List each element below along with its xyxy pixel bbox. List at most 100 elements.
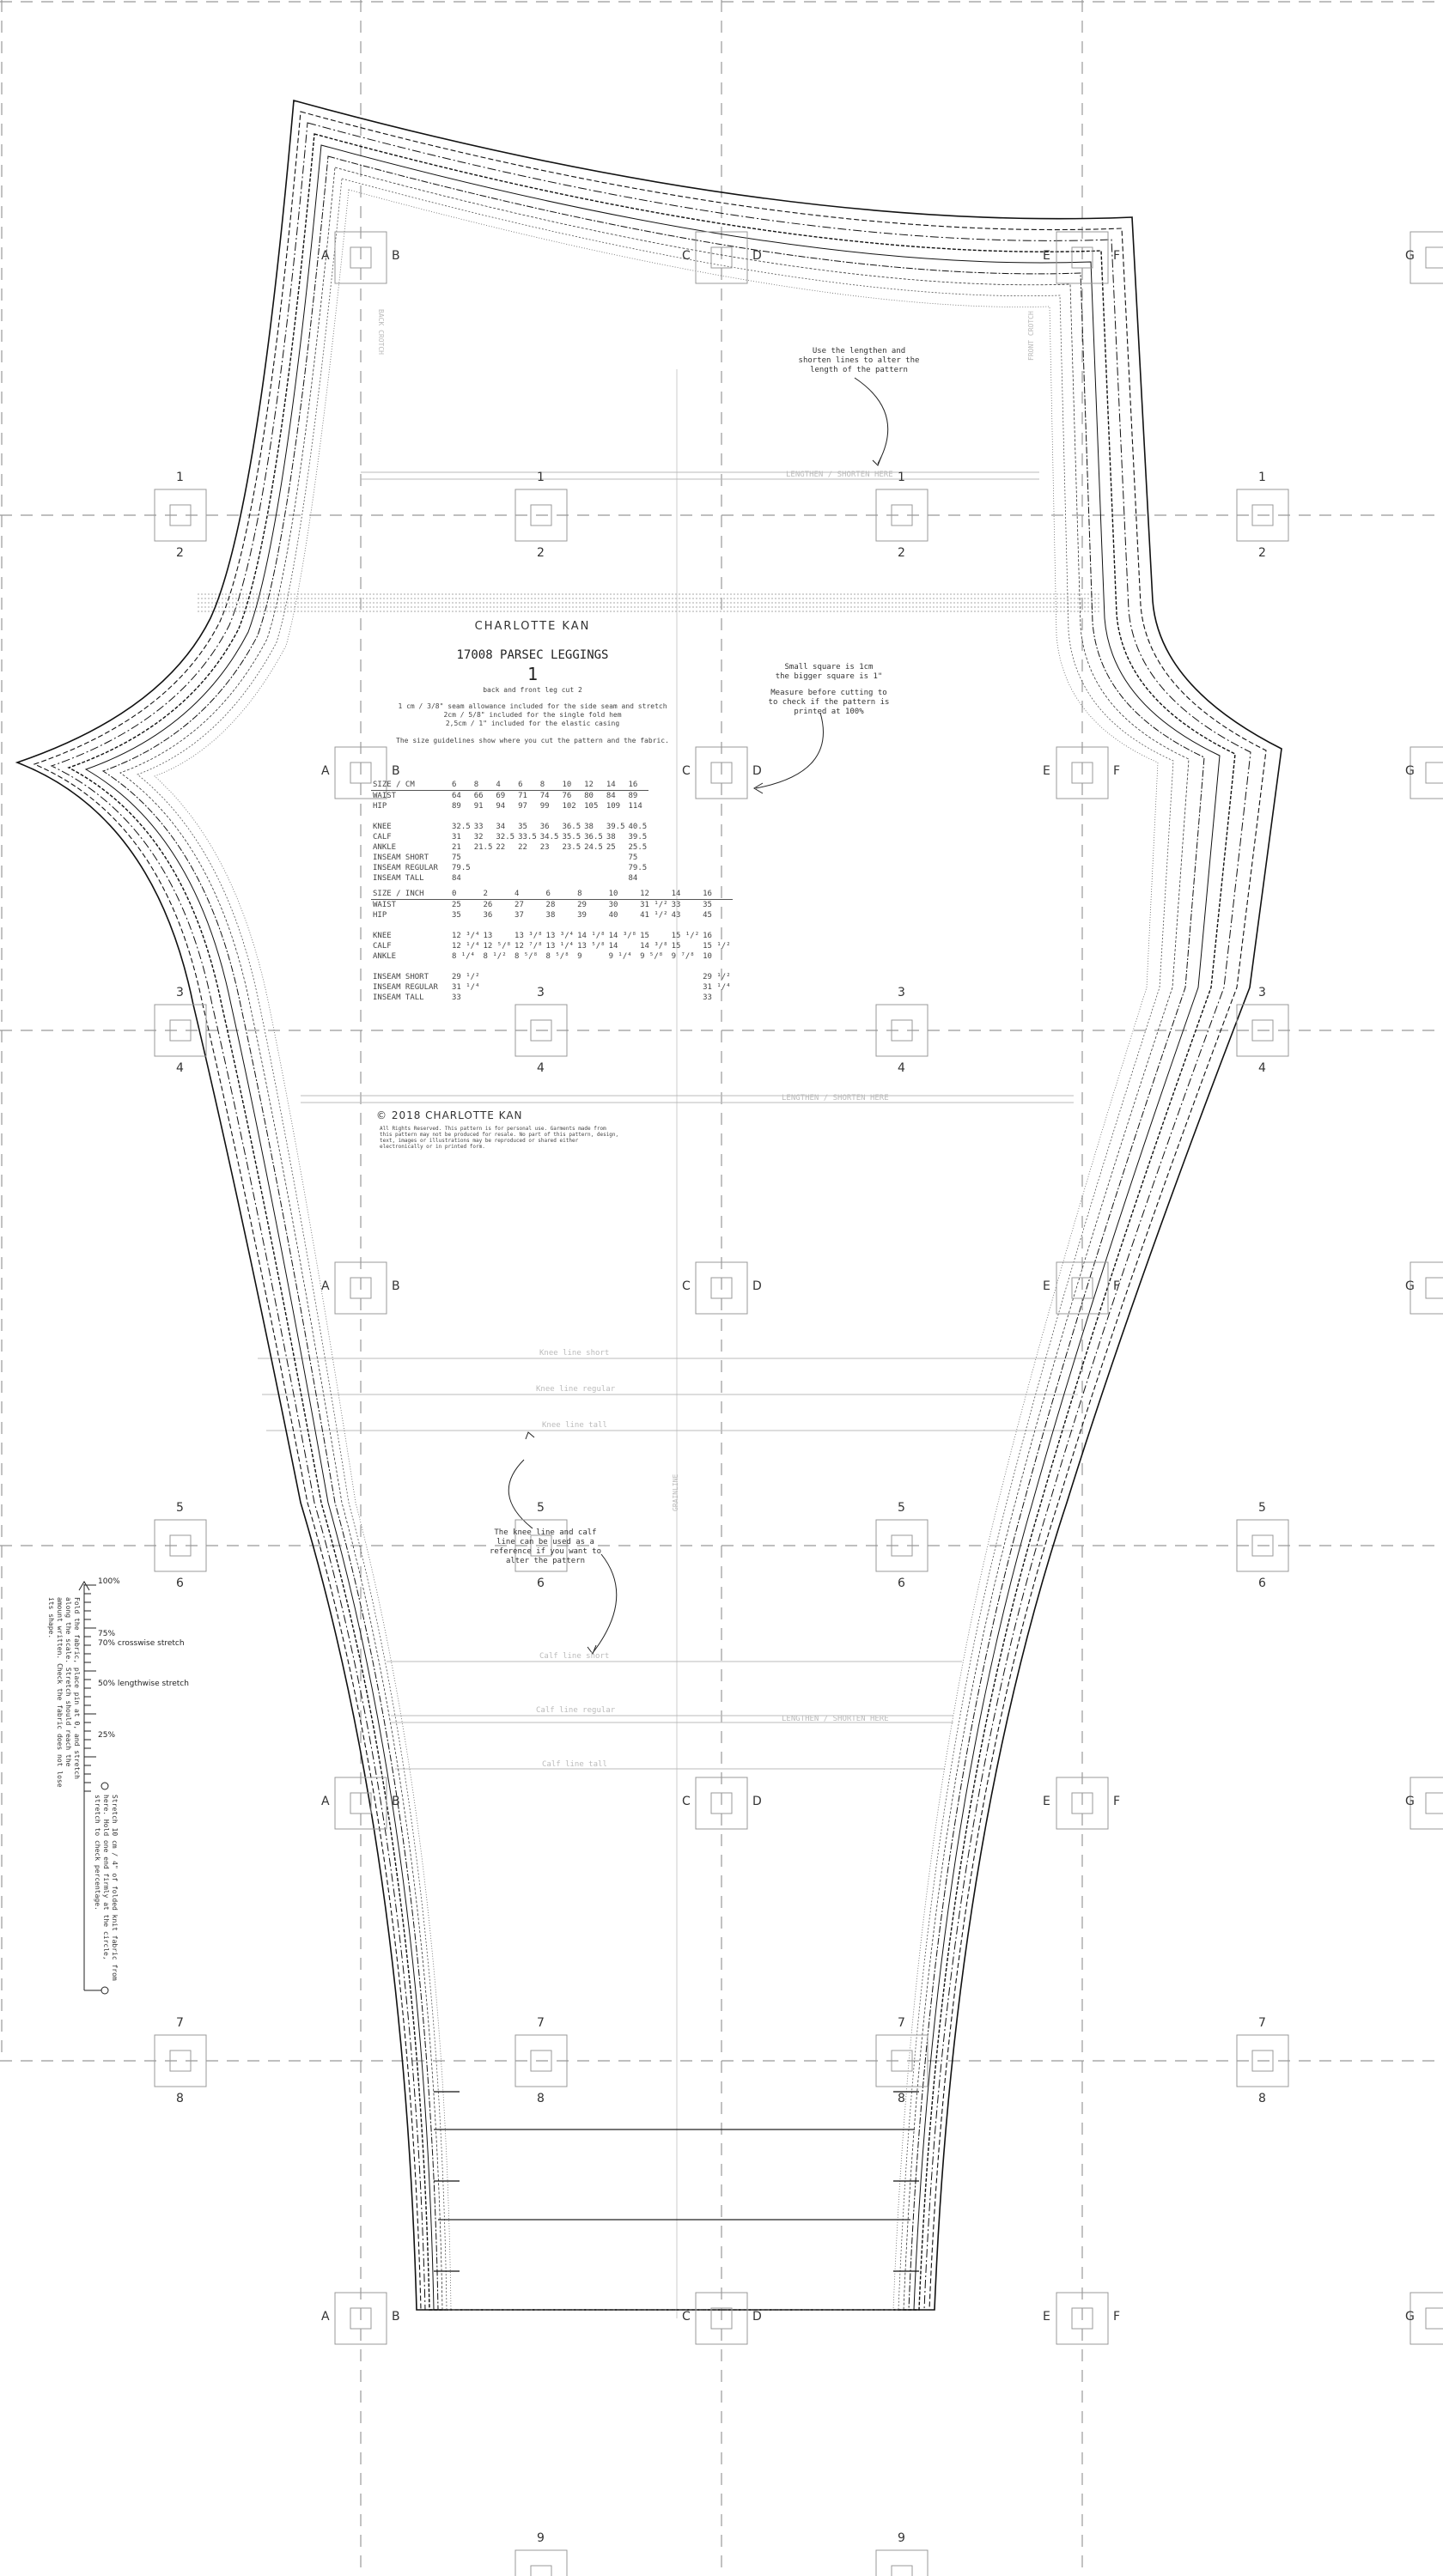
size-row-label: CALF — [373, 942, 392, 951]
size-value — [607, 920, 639, 931]
size-value: 22 — [518, 843, 527, 852]
size-value — [670, 982, 702, 993]
size-row-label: INSEAM TALL — [373, 874, 424, 883]
size-value: 84 — [628, 874, 638, 883]
tile-col-label-d: D — [752, 249, 762, 263]
grainline-label: GRAINLINE — [672, 1473, 679, 1511]
size-value — [472, 853, 495, 863]
size-value: 9 — [577, 952, 582, 961]
tile-col-label-a: A — [321, 1795, 330, 1808]
size-header-cell: 8 — [538, 780, 561, 791]
size-value — [575, 982, 607, 993]
size-value — [545, 993, 576, 1003]
calf-line-short-label: Calf line short — [539, 1652, 610, 1661]
tile-row-label-5: 5 — [176, 1501, 184, 1515]
size-value: 13 ³/⁴ — [545, 932, 575, 940]
tile-col-label-d: D — [752, 2310, 762, 2324]
size-value — [638, 982, 670, 993]
size-value — [582, 873, 605, 884]
tile-row-label-5: 5 — [537, 1501, 545, 1515]
size-value: 15 ¹/² — [703, 942, 731, 951]
size-row-label: CALF — [373, 833, 392, 841]
size-value: 41 ¹/² — [640, 911, 668, 920]
tile-square-56 — [154, 1519, 207, 1572]
tile-square-9 — [514, 2549, 568, 2576]
size-value: 36 — [483, 911, 493, 920]
size-value: 33 — [452, 993, 461, 1002]
tile-row-label-2: 2 — [898, 546, 905, 560]
tile-square-78 — [154, 2034, 207, 2087]
size-value: 33 — [473, 823, 484, 831]
tile-row-label-9: 9 — [537, 2531, 545, 2545]
size-value — [472, 873, 495, 884]
notches — [434, 2091, 919, 2272]
size-value: 31 — [452, 833, 461, 841]
tile-col-label-d: D — [752, 1795, 762, 1808]
size-value: 22 — [496, 843, 506, 852]
hem-lines — [434, 2129, 915, 2221]
size-header-cell: 10 — [606, 889, 639, 900]
size-value: 97 — [518, 802, 527, 811]
size-value: 35 — [452, 911, 461, 920]
tile-col-label-f: F — [1113, 764, 1121, 778]
size-value: 114 — [628, 802, 642, 811]
size-value: 8 ⁵/⁸ — [514, 952, 539, 961]
size-value — [545, 920, 576, 931]
tile-square-cd — [695, 1777, 748, 1830]
calf-line-regular-label: Calf line regular — [536, 1706, 616, 1715]
size-value: 38 — [584, 823, 594, 831]
size-value — [701, 920, 733, 931]
tile-square-g — [1410, 1261, 1443, 1315]
size-header-cell: 10 — [560, 780, 583, 791]
outline-size-14 — [33, 111, 1267, 2311]
size-row-label: INSEAM REGULAR — [373, 864, 438, 872]
tile-col-label-f: F — [1113, 2310, 1121, 2324]
tile-col-label-a: A — [321, 2310, 330, 2324]
tile-col-label-f: F — [1113, 1279, 1121, 1293]
tile-square-g — [1410, 231, 1443, 284]
size-value — [670, 920, 702, 931]
size-value — [516, 863, 539, 873]
tile-row-label-6: 6 — [1258, 1577, 1266, 1590]
size-value — [539, 853, 561, 863]
size-value — [582, 863, 605, 873]
stretch-scale — [78, 1581, 109, 1995]
size-value: 21 — [452, 843, 461, 852]
tile-square-ab — [334, 2292, 387, 2345]
size-value: 79.5 — [628, 864, 648, 872]
tile-row-label-8: 8 — [1258, 2092, 1266, 2105]
size-value — [494, 873, 516, 884]
calf-line-tall-label: Calf line tall — [542, 1760, 607, 1769]
tile-row-label-5: 5 — [1258, 1501, 1266, 1515]
tile-col-label-a: A — [321, 249, 330, 263]
size-value: 75 — [628, 854, 638, 862]
tile-square-cd — [695, 231, 748, 284]
size-value: 16 — [703, 932, 712, 940]
size-value: 35 — [703, 901, 712, 909]
scale-label-75: 75% — [98, 1630, 116, 1638]
back-crotch-label: BACK CROTCH — [377, 309, 385, 355]
size-value — [560, 811, 582, 822]
allowance-notes: 1 cm / 3/8" seam allowance included for … — [369, 702, 696, 728]
size-value: 25 — [606, 843, 616, 852]
size-value — [513, 920, 545, 931]
size-value — [638, 920, 670, 931]
size-value — [539, 873, 561, 884]
size-value: 39 — [577, 911, 587, 920]
tile-square-cd — [695, 2292, 748, 2345]
tile-col-label-e: E — [1043, 249, 1050, 263]
tile-square-cd — [695, 746, 748, 799]
size-value: 12 ³/⁴ — [452, 932, 480, 940]
size-value — [516, 811, 539, 822]
size-value: 24.5 — [584, 843, 603, 852]
